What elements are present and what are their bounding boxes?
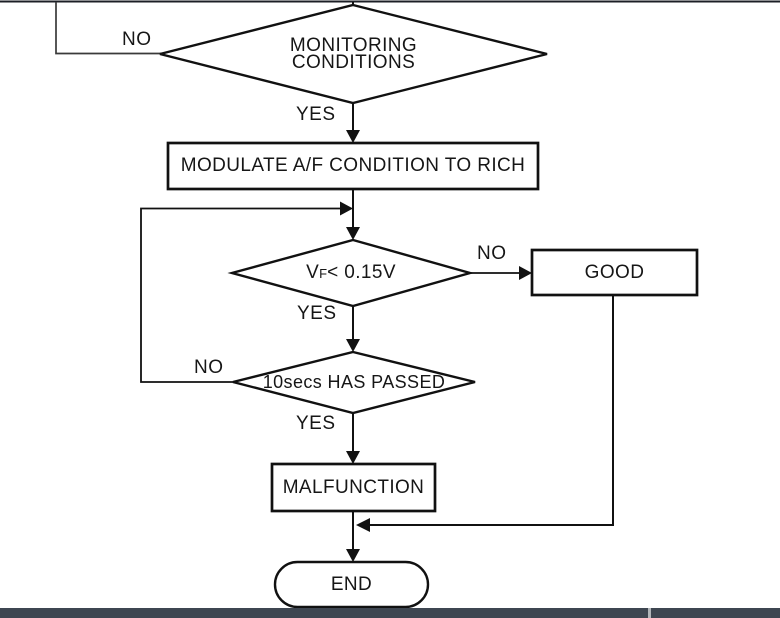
vf-diamond-shape xyxy=(227,238,475,308)
timer-decision-label: 10secs HAS PASSED xyxy=(262,372,446,392)
good-box-shape xyxy=(530,248,699,297)
branch-label-vf-yes: YES xyxy=(297,303,337,324)
arrowhead-into-vf xyxy=(346,227,360,240)
arrowhead-into-end xyxy=(346,549,360,562)
vf-label-v: V xyxy=(306,262,320,283)
timer-no-loop-line xyxy=(140,207,340,383)
arrowhead-into-timer xyxy=(346,339,360,352)
end-terminator-label: END xyxy=(330,573,373,595)
malfunction-box-label: MALFUNCTION xyxy=(282,476,425,498)
branch-label-timer-yes: YES xyxy=(296,413,336,434)
arrowhead-into-good xyxy=(519,266,532,280)
monitoring-decision-label: MONITORING CONDITIONS xyxy=(160,5,547,103)
branch-label-vf-no: NO xyxy=(477,243,507,264)
arrowhead-into-modulate xyxy=(346,130,360,143)
vf-label-subscript: F xyxy=(319,265,328,281)
end-terminator-shape xyxy=(273,560,430,609)
vf-label-rest: < 0.15V xyxy=(327,262,396,283)
good-box-label: GOOD xyxy=(584,261,645,283)
malfunction-box-shape xyxy=(270,462,437,513)
modulate-box-shape xyxy=(166,141,540,191)
modulate-box-label: MODULATE A/F CONDITION TO RICH xyxy=(180,155,526,176)
arrowhead-good-join xyxy=(356,518,370,532)
monitoring-no-loop-line xyxy=(55,2,162,55)
branch-label-timer-no: NO xyxy=(194,357,224,378)
monitoring-label-line2: CONDITIONS xyxy=(291,52,416,73)
arrowhead-into-malfunction xyxy=(346,451,360,464)
timer-diamond-shape xyxy=(232,350,476,415)
branch-label-monitoring-no: NO xyxy=(122,29,152,50)
monitoring-diamond-shape xyxy=(159,3,548,105)
arrowhead-loop-join xyxy=(340,201,353,216)
good-to-end-line xyxy=(370,295,614,526)
bottom-status-bar xyxy=(0,608,780,618)
bottom-bar-divider xyxy=(648,608,651,618)
branch-label-monitoring-yes: YES xyxy=(296,104,336,125)
monitoring-label-line1: MONITORING xyxy=(289,35,418,56)
